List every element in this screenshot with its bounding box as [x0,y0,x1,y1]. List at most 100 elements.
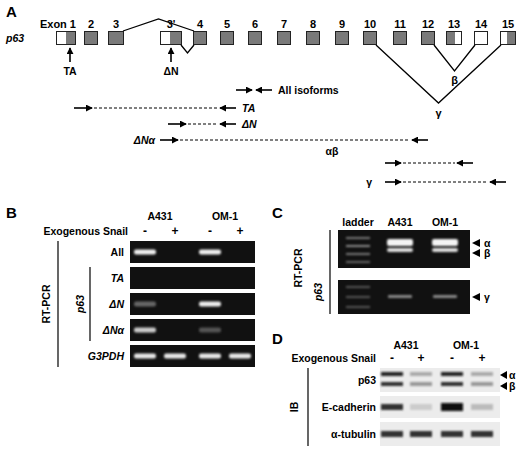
treatment-sign: - [450,352,454,364]
method-label: IB [289,402,300,413]
blot-image [381,372,403,376]
exon-box [220,31,234,45]
exon-box [421,31,435,45]
exon-box [335,31,349,45]
splice-line [181,45,194,53]
exon-box [193,31,207,45]
gel-image [199,328,221,333]
row-label: G3PDH [88,351,124,362]
gel-image [432,248,458,252]
exon-box [393,31,407,45]
exon-box [363,31,377,45]
cell-line: OM-1 [432,217,458,228]
gel-image [387,239,413,246]
blot-image [380,422,500,446]
panel-letter: C [272,205,283,220]
bracket-line [329,230,330,314]
primer-label: αβ [326,146,339,157]
primer-label: ΔN [242,119,257,130]
exon-node: 15 [500,18,516,45]
method-label: RT-PCR [41,284,52,323]
exon-node: 2 [84,18,98,45]
blot-image [380,368,507,446]
gel-image [472,293,480,301]
exon-node: 8 [306,18,320,45]
exon-box [474,31,488,45]
primer-arrow [70,48,506,182]
isoform-label: β [451,75,458,86]
cell-line: A431 [393,340,418,351]
band-marker: β [509,381,515,392]
exon-node: 11 [393,18,407,45]
primer-arrow [412,139,428,141]
gel-image [134,302,156,307]
treatment-sign: + [171,225,178,237]
primer-arrow [220,123,236,125]
blot-image [381,382,403,386]
gel-image [338,280,470,314]
primer-arrow [385,162,401,164]
blot-image [471,382,493,386]
exon-number: 3 [113,18,119,31]
primer-arrow [188,124,218,125]
gel-image [388,295,412,298]
group-label: p63 [75,295,86,313]
panel-letter: D [272,331,283,346]
primer-arrow [168,123,186,125]
row-label: E-cadherin [322,402,376,413]
exon-box [248,31,262,45]
exon-number: 13 [448,18,460,31]
exon-number: 5 [224,18,230,31]
blot-image [410,372,432,376]
exon-number: 7 [281,18,287,31]
exon-box [446,31,462,45]
primer-arrow [457,162,473,164]
exon-node: 14 [474,18,488,45]
primer-arrow [180,140,410,141]
exon-box [84,31,98,45]
bracket-line [307,368,308,446]
exon-box [277,31,291,45]
gel-image [130,241,255,367]
blot-image [410,404,432,410]
bracket-line [58,230,330,446]
exon-node: 13 [446,18,462,45]
primer-arrow [490,181,506,183]
exon-number: Exon 1 [40,18,76,31]
blot-image [471,431,493,437]
gel-image [346,237,458,308]
row-label: ΔNα [103,325,124,336]
primer-arrow [403,182,488,183]
group-label: p63 [313,283,324,301]
exon-number: 2 [88,18,94,31]
blot-image [410,431,432,437]
exon-number: 3' [167,18,176,31]
treatment-sign: + [478,352,485,364]
gel-image [346,237,370,239]
gel-image [338,230,470,268]
primer-arrow [160,139,178,141]
gel-image [472,239,480,247]
gene-name: p63 [6,33,24,44]
isoform-label: γ [435,108,441,119]
cell-line: A431 [387,217,412,228]
splice-line [376,45,501,103]
blot-image [471,404,493,410]
primer-label: ΔNα [134,135,155,146]
exon-node: 12 [421,18,435,45]
exon-box [160,31,182,45]
treatment-label: Exogenous Snail [291,353,376,364]
blot-image [500,371,507,379]
gel-image [472,249,480,257]
primer-label: All isoforms [278,85,339,96]
cell-line: OM-1 [453,340,479,351]
blot-image [441,382,463,386]
band-marker: γ [484,292,490,303]
exon-number: 8 [310,18,316,31]
exon-node: 9 [335,18,349,45]
band-marker: α [484,238,490,249]
exon-number: 15 [502,18,514,31]
